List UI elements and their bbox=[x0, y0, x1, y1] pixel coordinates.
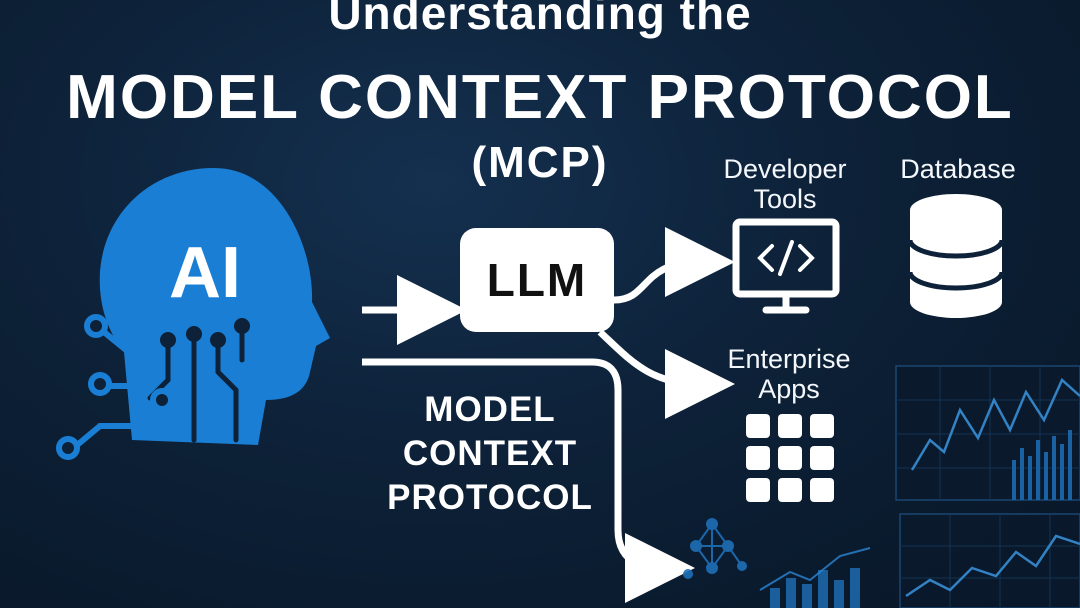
protocol-line-3: PROTOCOL bbox=[387, 478, 593, 517]
ai-head-icon bbox=[56, 168, 330, 460]
decorative-dashboard-panel bbox=[895, 365, 1080, 608]
page-title: MODEL CONTEXT PROTOCOL bbox=[66, 63, 1014, 132]
arrow-to-enterprise-apps bbox=[597, 329, 735, 419]
developer-tools-line-2: Tools bbox=[753, 184, 817, 214]
network-graph-icon bbox=[683, 518, 747, 579]
llm-label: LLM bbox=[486, 254, 588, 306]
title-acronym: (MCP) bbox=[471, 138, 609, 187]
protocol-line-1: MODEL bbox=[424, 390, 556, 429]
monitor-code-icon bbox=[732, 218, 840, 314]
protocol-arrow bbox=[362, 358, 695, 603]
decorative-bar-chart bbox=[770, 568, 860, 608]
app-grid-icon bbox=[746, 414, 834, 502]
llm-box: LLM bbox=[460, 228, 614, 332]
database-icon bbox=[907, 194, 1005, 318]
ai-label: AI bbox=[169, 233, 241, 313]
title-line-1: Understanding the bbox=[328, 0, 752, 39]
developer-tools-line-1: Developer bbox=[723, 154, 847, 184]
arrow-to-developer-tools bbox=[613, 227, 735, 304]
developer-tools-label: Developer Tools bbox=[700, 154, 870, 214]
protocol-label: MODEL CONTEXT PROTOCOL bbox=[372, 388, 608, 520]
enterprise-apps-line-1: Enterprise bbox=[727, 344, 851, 374]
decorative-trend-line-small bbox=[759, 547, 871, 591]
enterprise-apps-line-2: Apps bbox=[758, 374, 820, 404]
database-label: Database bbox=[900, 154, 1016, 184]
protocol-line-2: CONTEXT bbox=[402, 434, 578, 473]
enterprise-apps-label: Enterprise Apps bbox=[704, 344, 874, 404]
